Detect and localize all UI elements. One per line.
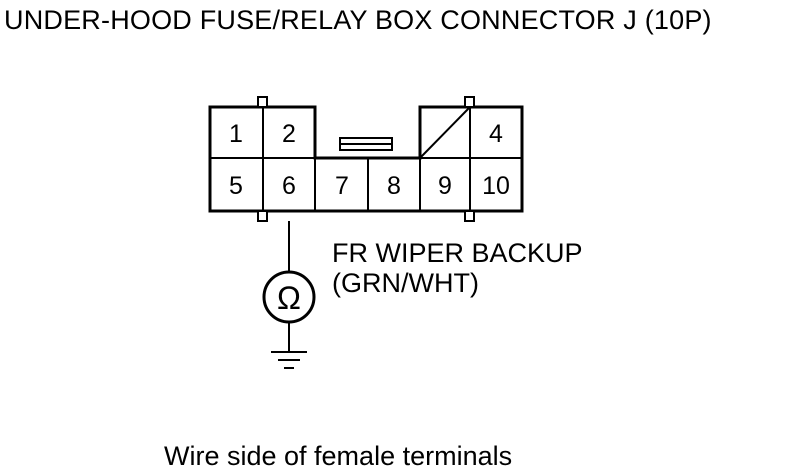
- ground-icon: [271, 351, 307, 369]
- terminal-7-label: 7: [335, 172, 349, 200]
- wire-color-label: (GRN/WHT): [332, 268, 479, 298]
- terminal-5-label: 5: [229, 172, 243, 200]
- terminal-8-label: 8: [387, 172, 401, 200]
- terminal-10-label: 10: [482, 172, 510, 200]
- terminal-6-label: 6: [282, 172, 296, 200]
- connector-lock-tab: [339, 137, 393, 151]
- terminal-9-label: 9: [438, 172, 452, 200]
- connector-guide-keys: [257, 96, 475, 222]
- view-caption: Wire side of female terminals: [164, 441, 513, 471]
- diagram-title: UNDER-HOOD FUSE/RELAY BOX CONNECTOR J (1…: [4, 5, 712, 35]
- ohm-symbol: Ω: [277, 280, 301, 316]
- connector-housing: [208, 105, 524, 213]
- ohmmeter-icon: Ω: [262, 270, 316, 324]
- terminal-1-label: 1: [229, 120, 243, 148]
- terminal-4-label: 4: [489, 120, 503, 148]
- terminal-2-label: 2: [282, 120, 296, 148]
- wire-name-label: FR WIPER BACKUP: [332, 238, 583, 268]
